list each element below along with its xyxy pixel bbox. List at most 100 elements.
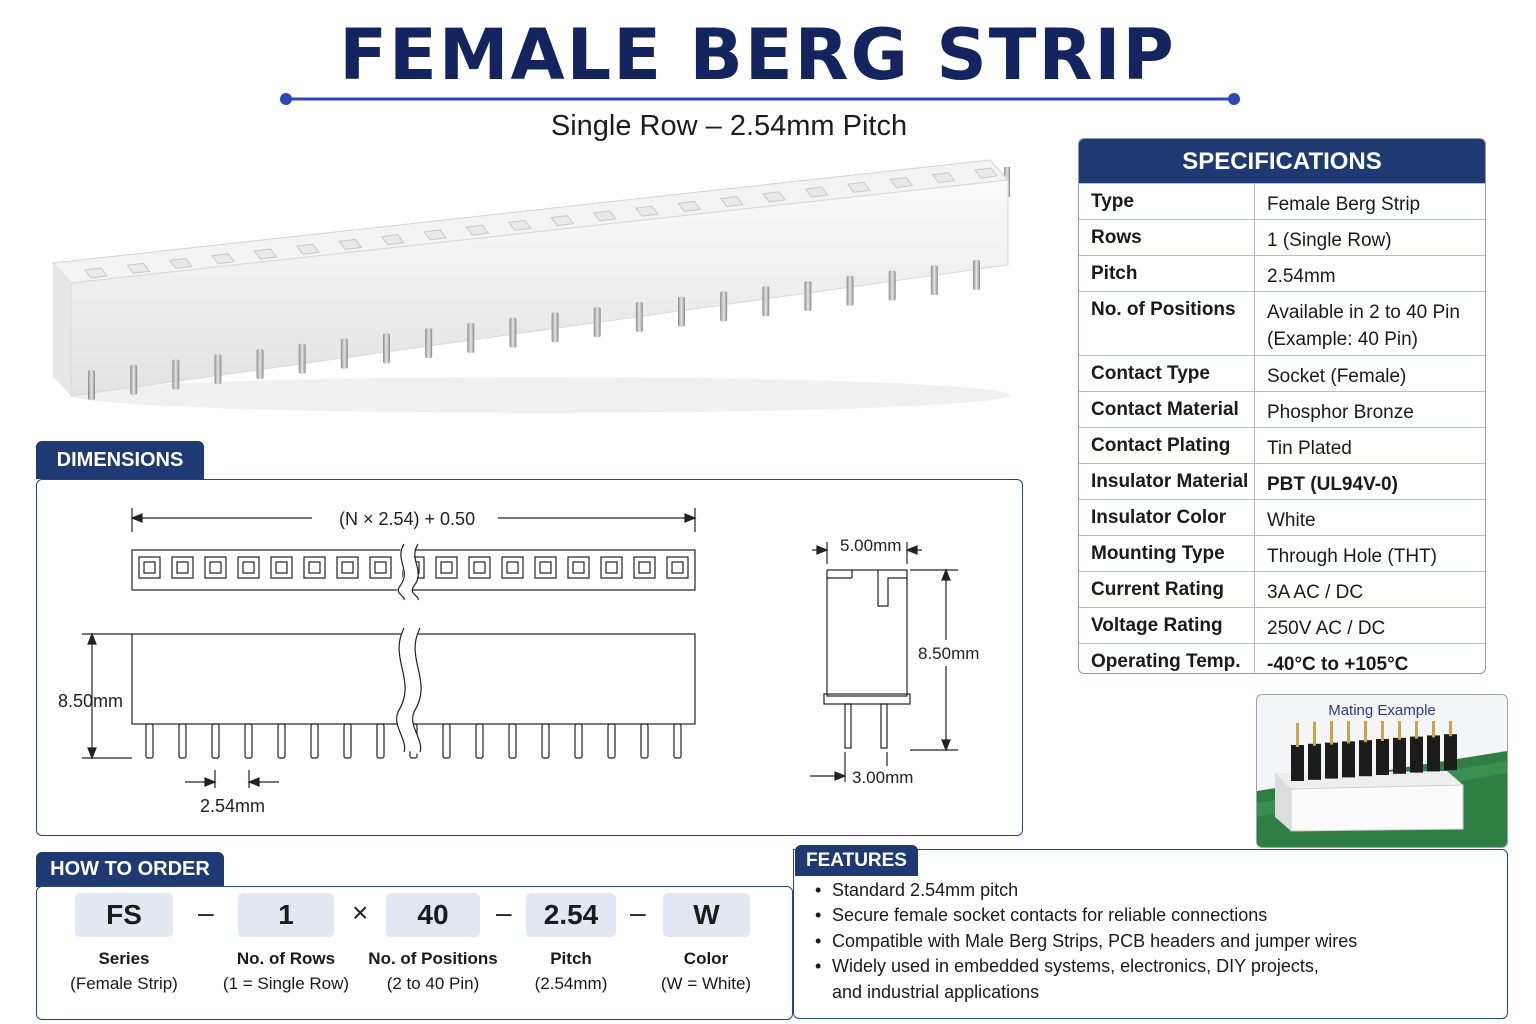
spec-value: 2.54mm [1255, 256, 1485, 291]
drawing-pin [178, 723, 187, 759]
front-pin [635, 301, 643, 332]
male-header-body [1427, 735, 1440, 772]
spec-value: 250V AC / DC [1255, 608, 1485, 643]
width-label: 5.00mm [840, 536, 901, 555]
male-header-pin [1364, 721, 1367, 743]
features-list: Standard 2.54mm pitch Secure female sock… [813, 878, 1483, 1005]
front-pin [383, 333, 390, 364]
spec-key: Current Rating [1079, 572, 1255, 607]
spec-value: Available in 2 to 40 Pin (Example: 40 Pin… [1255, 292, 1485, 355]
socket-hole [507, 219, 532, 231]
spec-value-line: Available in 2 to 40 Pin [1267, 302, 1460, 323]
socket-cell [303, 556, 326, 579]
socket-cell [171, 556, 194, 579]
order-code-rows: 1 [238, 893, 334, 937]
socket-hole [592, 210, 617, 222]
socket-cell-inner [572, 561, 585, 574]
socket-hole [762, 191, 787, 203]
socket-hole [677, 200, 702, 212]
socket-cell [336, 556, 359, 579]
drawing-pin [541, 723, 550, 759]
spec-value-line: White [1267, 510, 1316, 531]
spec-key: Insulator Color [1079, 500, 1255, 535]
socket-cell [468, 556, 491, 579]
male-header-body [1308, 743, 1321, 780]
order-label-pitch: Pitch(2.54mm) [534, 949, 608, 993]
spec-key: Mounting Type [1079, 536, 1255, 571]
socket-cell [666, 556, 689, 579]
drawing-pin [145, 723, 154, 759]
male-header-pin [1330, 721, 1333, 745]
socket-cell-inner [242, 561, 255, 574]
order-code-pitch: 2.54 [526, 893, 616, 937]
male-header-body [1342, 741, 1355, 778]
spec-key: Rows [1079, 220, 1255, 255]
spec-value: PBT (UL94V-0) [1255, 464, 1485, 499]
socket-cell-inner [638, 561, 651, 574]
page-title: FEMALE BERG STRIP [339, 14, 1176, 96]
socket-cell-inner [209, 561, 222, 574]
order-separator: – [630, 897, 646, 928]
mating-example: Mating Example [1256, 694, 1508, 848]
front-pin [804, 280, 812, 311]
spec-key: Insulator Material [1079, 464, 1255, 499]
male-header-body [1393, 737, 1406, 774]
spec-value-line: Socket (Female) [1267, 366, 1407, 387]
title-underline [280, 93, 1240, 105]
socket-hole [846, 181, 871, 193]
front-pin [425, 328, 433, 359]
male-header-body [1444, 734, 1457, 771]
how-to-order-heading: HOW TO ORDER [36, 852, 224, 887]
dimensions-panel [36, 479, 1023, 836]
order-code-series: FS [75, 893, 173, 937]
front-pin [762, 286, 770, 317]
spec-value: Tin Plated [1255, 428, 1485, 463]
spec-value-line: Tin Plated [1267, 438, 1352, 459]
socket-cell-inner [473, 561, 486, 574]
spec-key: Operating Temp. [1079, 644, 1255, 673]
order-label-rows: No. of Rows(1 = Single Row) [222, 949, 350, 993]
socket-hole [931, 172, 956, 184]
features-heading: FEATURES [795, 845, 918, 876]
socket-hole [168, 257, 193, 270]
feature-item: Compatible with Male Berg Strips, PCB he… [813, 929, 1483, 955]
spec-value: Female Berg Strip [1255, 184, 1485, 219]
socket-hole [126, 262, 151, 274]
male-header-body [1291, 745, 1304, 781]
order-label-color: Color(W = White) [660, 949, 752, 993]
mating-photo [1257, 721, 1507, 847]
socket-cell [270, 556, 293, 579]
order-label-series: Series(Female Strip) [70, 949, 178, 993]
spec-row: Current Rating 3A AC / DC [1079, 571, 1485, 607]
socket-cell [567, 556, 590, 579]
socket-hole [804, 186, 829, 198]
socket-cell-inner [275, 561, 288, 574]
drawing-pin [343, 723, 352, 759]
order-code-color: W [663, 893, 750, 937]
spec-value-line: (Example: 40 Pin) [1267, 329, 1419, 350]
spec-row: Contact Type Socket (Female) [1079, 355, 1485, 391]
front-pin [930, 265, 938, 296]
order-separator: × [352, 897, 369, 928]
spec-value-line: -40°C to +105°C [1267, 654, 1409, 674]
socket-cell [600, 556, 623, 579]
male-header-pin [1347, 721, 1350, 744]
socket-hole [889, 176, 914, 189]
front-pin [509, 317, 517, 348]
spec-key: Contact Type [1079, 356, 1255, 391]
spec-value-line: 3A AC / DC [1267, 582, 1364, 603]
drawing-pin [640, 723, 649, 759]
drawing-pin [508, 723, 517, 759]
drawing-pin [607, 723, 616, 759]
male-header-pin [1381, 721, 1384, 741]
drawing-pin [442, 723, 451, 759]
height-label: 8.50mm [58, 691, 123, 711]
front-pin [340, 338, 348, 369]
spec-value-line: PBT (UL94V-0) [1267, 474, 1398, 495]
spec-value: 3A AC / DC [1255, 572, 1485, 607]
